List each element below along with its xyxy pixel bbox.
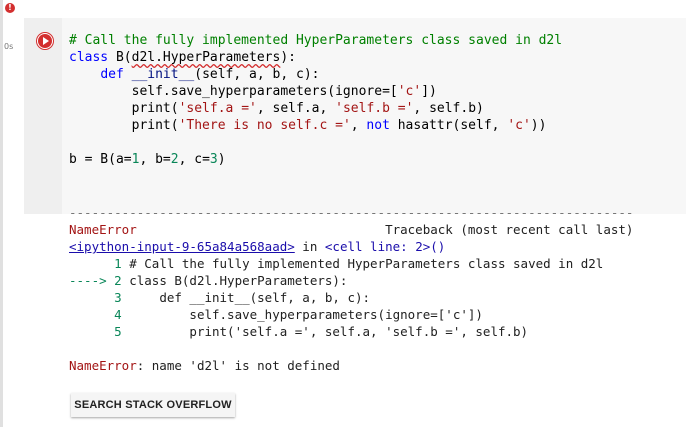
code-line[interactable]: class B(d2l.HyperParameters): [69,50,296,65]
traceback-context-line: ----> 2 class B(d2l.HyperParameters): [69,273,348,288]
traceback-file-link[interactable]: <ipython-input-9-65a84a568aad> [69,239,295,254]
cell-gutter [24,18,62,214]
error-message: NameError: name 'd2l' is not defined [69,358,340,373]
code-line[interactable]: print('self.a =', self.a, 'self.b =', se… [69,101,484,116]
traceback-context-line: 5 print('self.a =', self.a, 'self.b =', … [114,324,529,339]
code-cell[interactable] [24,18,686,214]
traceback-context-line: 3 def __init__(self, a, b, c): [114,290,371,305]
code-editor[interactable]: # Call the fully implemented HyperParame… [69,32,562,168]
traceback-context-line: 4 self.save_hyperparameters(ignore=['c']… [114,307,483,322]
code-line[interactable]: b = B(a=1, b=2, c=3) [69,152,226,167]
traceback-context-line: 1 # Call the fully implemented HyperPara… [114,256,604,271]
traceback-header: NameError Traceback (most recent call la… [69,222,634,237]
output-blank-line [69,340,633,357]
search-stack-overflow-button[interactable]: SEARCH STACK OVERFLOW [71,393,235,417]
code-line[interactable]: # Call the fully implemented HyperParame… [69,33,563,48]
cell-output: ----------------------------------------… [69,204,633,374]
code-line[interactable] [69,134,562,151]
play-icon [38,34,52,48]
traceback-separator: ----------------------------------------… [69,205,634,220]
code-line[interactable]: self.save_hyperparameters(ignore=['c']) [69,84,437,99]
code-line[interactable]: print('There is no self.c =', not hasatt… [69,118,547,133]
code-line[interactable]: def __init__(self, a, b, c): [100,67,320,82]
error-status-icon: ! [5,3,15,13]
notebook-left-rail [0,0,3,427]
traceback-location: <ipython-input-9-65a84a568aad> in <cell … [69,239,446,254]
execution-time: 0s [4,42,14,51]
run-cell-button[interactable] [36,32,54,50]
